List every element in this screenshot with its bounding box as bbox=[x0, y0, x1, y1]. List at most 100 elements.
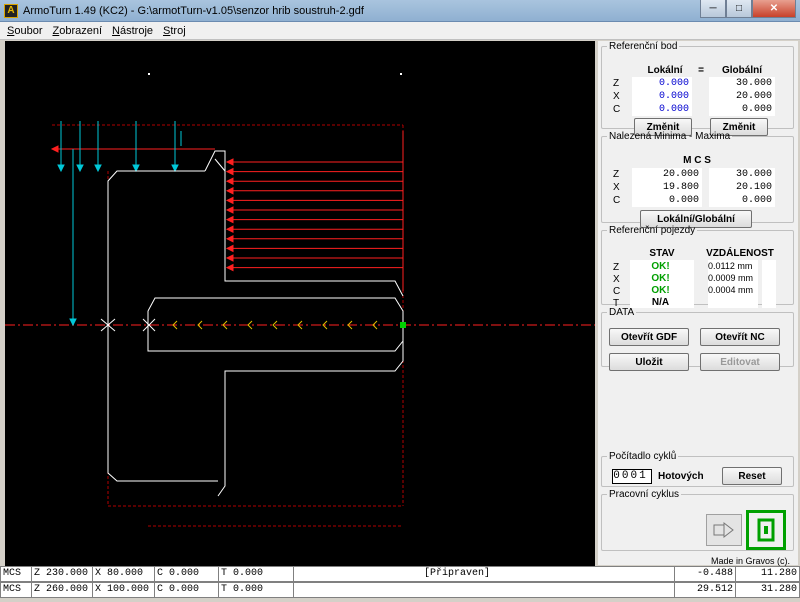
status1-x: X 80.000 bbox=[92, 566, 155, 582]
dist-z-extra bbox=[762, 260, 776, 272]
cyan-arrow bbox=[132, 164, 140, 173]
door-icon bbox=[757, 518, 775, 542]
state-x: OK! bbox=[630, 272, 694, 284]
data-group: DATA Otevřít GDF Otevřít NC Uložit Edito… bbox=[601, 307, 794, 371]
menu-nastroje[interactable]: Nástroje bbox=[112, 24, 154, 37]
cycle-count-display: 0001 bbox=[612, 469, 652, 484]
right-panel: Referenční bod Lokální = Globální Z X C … bbox=[598, 41, 798, 565]
travel-axis-x: X bbox=[613, 274, 620, 285]
start-marker bbox=[400, 322, 406, 328]
top-marker-left bbox=[148, 73, 150, 75]
cyan-arrow bbox=[76, 164, 84, 173]
minmax-header: M C S bbox=[683, 155, 711, 166]
toolpath-canvas[interactable] bbox=[5, 41, 595, 566]
travel-axis-c: C bbox=[613, 286, 621, 297]
red-arrow bbox=[225, 225, 234, 234]
feed-chevron bbox=[347, 320, 353, 330]
toolpath-drawing bbox=[5, 73, 595, 527]
feed-chevron bbox=[322, 320, 328, 330]
cycle-counter-legend: Počítadlo cyklů bbox=[609, 451, 677, 462]
ref-local-z: 0.000 bbox=[632, 77, 692, 90]
minimize-button[interactable]: ─ bbox=[700, 0, 726, 18]
ref-global-header: Globální bbox=[722, 65, 762, 76]
close-button[interactable]: ✕ bbox=[752, 0, 796, 18]
red-arrow bbox=[225, 167, 234, 176]
status1-value2: 11.280 bbox=[735, 566, 800, 582]
ref-global-z: 30.000 bbox=[709, 77, 775, 90]
red-arrow bbox=[225, 158, 234, 166]
ref-axis-c: C bbox=[613, 104, 621, 115]
ref-global-x: 20.000 bbox=[709, 90, 775, 103]
state-z: OK! bbox=[630, 260, 694, 272]
menu-soubor[interactable]: Soubor bbox=[7, 24, 43, 37]
save-button[interactable]: Uložit bbox=[609, 353, 689, 371]
red-arrow bbox=[225, 234, 234, 243]
red-arrow bbox=[225, 177, 234, 186]
status2-message bbox=[293, 582, 675, 598]
open-gdf-button[interactable]: Otevřít GDF bbox=[609, 328, 689, 346]
ref-dist-header: VZDÁLENOST bbox=[706, 248, 774, 259]
reset-button[interactable]: Reset bbox=[722, 467, 782, 485]
red-arrow bbox=[225, 254, 234, 262]
status1-message: [Připraven] bbox=[293, 566, 675, 582]
data-legend: DATA bbox=[609, 307, 635, 318]
ref-local-x: 0.000 bbox=[632, 90, 692, 103]
dist-t-extra bbox=[762, 296, 776, 308]
local-global-button[interactable]: Lokální/Globální bbox=[640, 210, 752, 228]
state-c: OK! bbox=[630, 284, 694, 296]
red-arrow-top bbox=[50, 145, 59, 153]
ref-point-group: Referenční bod Lokální = Globální Z X C … bbox=[601, 41, 794, 136]
ref-state-header: STAV bbox=[649, 248, 675, 259]
maximize-button[interactable]: □ bbox=[726, 0, 752, 18]
min-c: 0.000 bbox=[632, 194, 702, 207]
status2-mode: MCS bbox=[0, 582, 32, 598]
status2-t: T 0.000 bbox=[218, 582, 294, 598]
window-title: ArmoTurn 1.49 (KC2) - G:\armotTurn-v1.05… bbox=[23, 4, 364, 17]
red-arrow bbox=[225, 244, 234, 253]
status1-z: Z 230.000 bbox=[31, 566, 93, 582]
dist-x: 0.0009 mm bbox=[708, 272, 758, 284]
work-cycle-legend: Pracovní cyklus bbox=[609, 489, 680, 500]
ref-local-c: 0.000 bbox=[632, 103, 692, 116]
dist-z: 0.0112 mm bbox=[708, 260, 758, 272]
feed-chevron bbox=[372, 320, 378, 330]
max-z: 30.000 bbox=[709, 168, 775, 181]
feed-chevron bbox=[247, 320, 253, 330]
status2-x: X 100.000 bbox=[92, 582, 155, 598]
status2-c: C 0.000 bbox=[154, 582, 219, 598]
ref-axis-z: Z bbox=[613, 78, 620, 89]
cycle-count-label: Hotových bbox=[658, 471, 704, 482]
app-icon: A bbox=[4, 3, 18, 18]
start-cycle-button[interactable] bbox=[746, 510, 786, 550]
open-nc-button[interactable]: Otevřít NC bbox=[700, 328, 780, 346]
made-in-label: Made in Gravos (c). bbox=[711, 556, 791, 566]
red-arrow bbox=[225, 215, 234, 224]
dist-t bbox=[708, 296, 758, 308]
menu-zobrazeni[interactable]: Zobrazení bbox=[52, 24, 103, 37]
max-x: 20.100 bbox=[709, 181, 775, 194]
cyan-arrow bbox=[171, 164, 179, 173]
menu-bar: Soubor Zobrazení Nástroje Stroj bbox=[0, 22, 800, 40]
status1-c: C 0.000 bbox=[154, 566, 219, 582]
minmax-legend: Nalezená Minima - Maxima bbox=[609, 131, 731, 142]
title-bar: A ArmoTurn 1.49 (KC2) - G:\armotTurn-v1.… bbox=[0, 0, 800, 22]
ref-global-c: 0.000 bbox=[709, 103, 775, 116]
step-button[interactable] bbox=[706, 514, 742, 546]
status1-mode: MCS bbox=[0, 566, 32, 582]
menu-stroj[interactable]: Stroj bbox=[163, 24, 186, 37]
cyan-arrow-long bbox=[69, 318, 77, 327]
red-arrow bbox=[225, 206, 234, 214]
approach-moves-cyan bbox=[57, 121, 182, 327]
top-marker-right bbox=[400, 73, 402, 75]
min-z: 20.000 bbox=[632, 168, 702, 181]
red-arrow bbox=[225, 263, 234, 272]
minmax-group: Nalezená Minima - Maxima M C S Z X C 20.… bbox=[601, 131, 794, 228]
red-arrow bbox=[225, 196, 234, 205]
ref-point-legend: Referenční bod bbox=[609, 41, 678, 52]
ref-axis-x: X bbox=[613, 91, 620, 102]
status1-value1: -0.488 bbox=[674, 566, 736, 582]
status-bar: MCS Z 230.000 X 80.000 C 0.000 T 0.000 [… bbox=[0, 566, 800, 602]
status2-value2: 31.280 bbox=[735, 582, 800, 598]
feed-chevron bbox=[272, 320, 278, 330]
dist-c: 0.0004 mm bbox=[708, 284, 758, 296]
